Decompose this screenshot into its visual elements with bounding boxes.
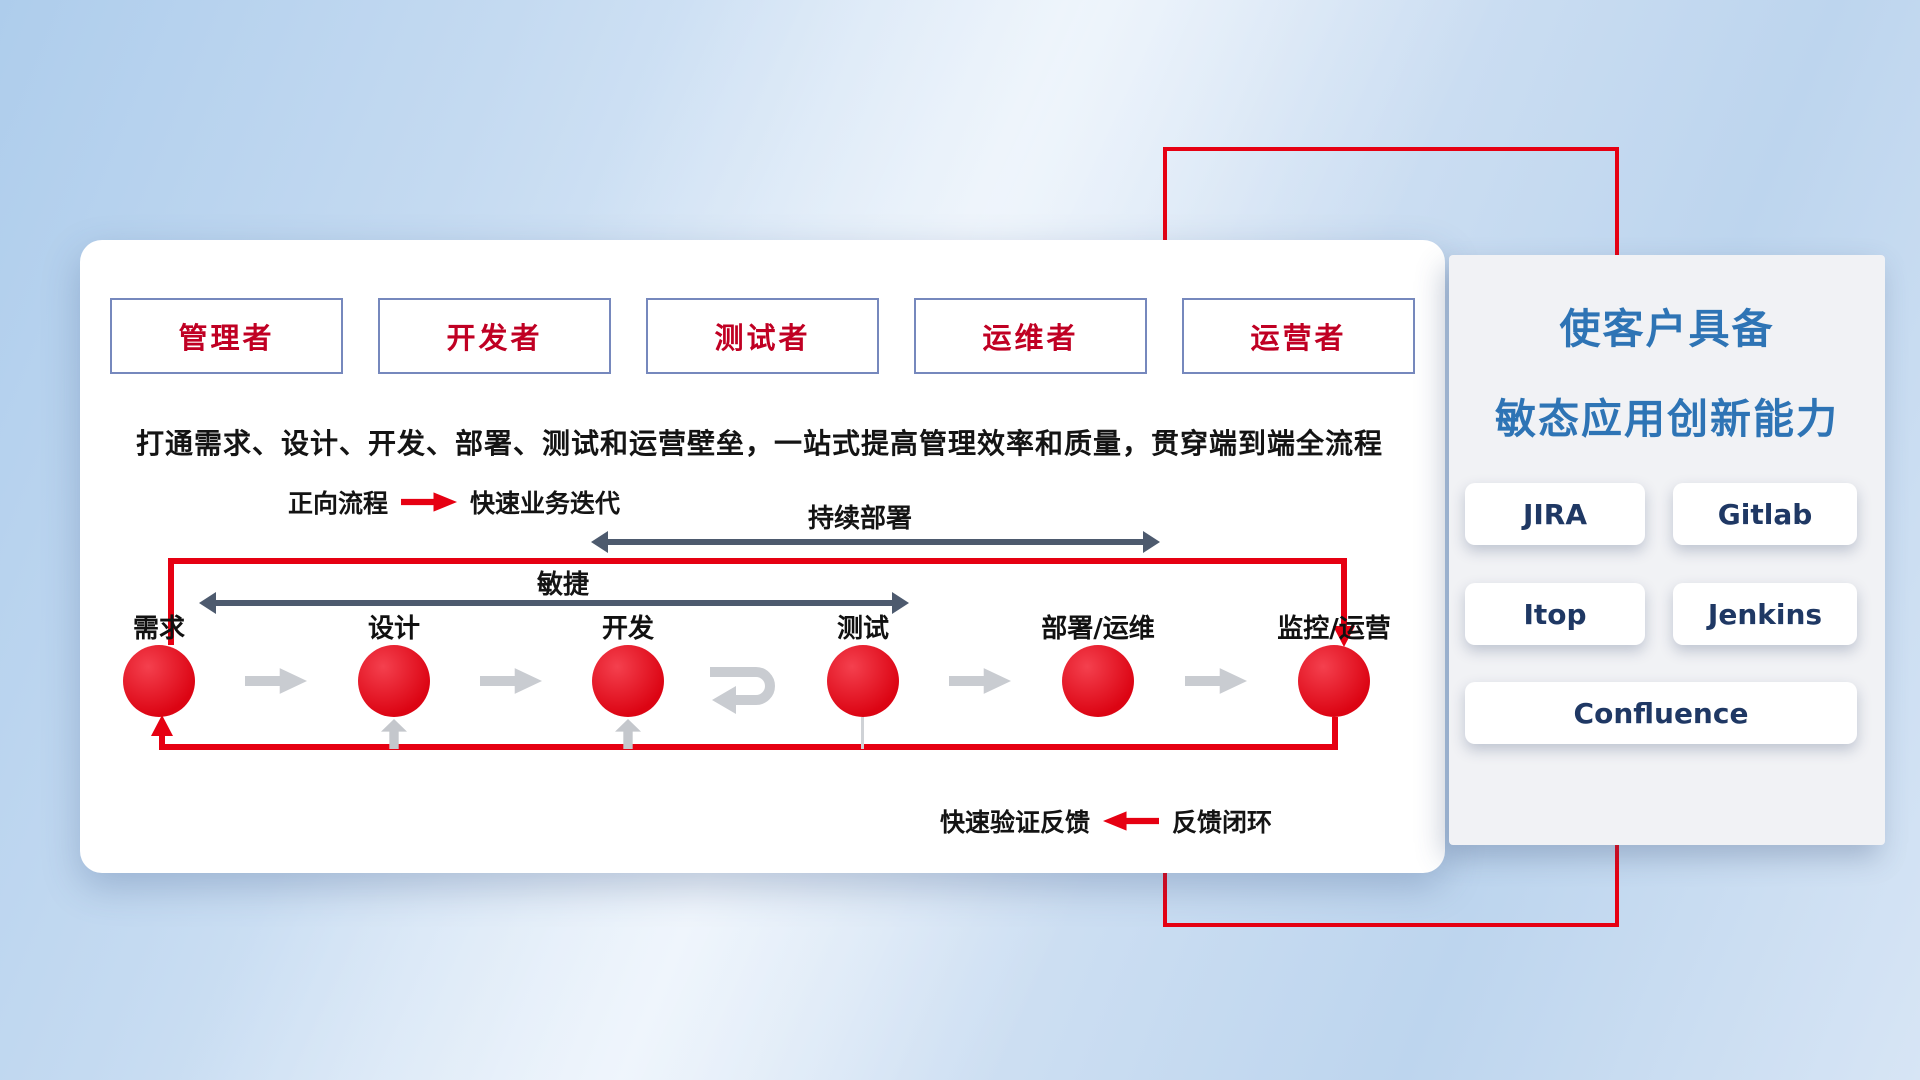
role-box-operator: 运维者 bbox=[914, 298, 1147, 374]
role-box-business-operator: 运营者 bbox=[1182, 298, 1415, 374]
feedback-legend: 快速验证反馈 反馈闭环 bbox=[940, 803, 1272, 839]
tool-chip-jira: JIRA bbox=[1465, 483, 1645, 545]
stage-label-monitor-ops: 监控/运营 bbox=[1277, 614, 1391, 644]
agile-span-arrow-icon bbox=[214, 600, 894, 606]
agile-label: 敏捷 bbox=[536, 570, 589, 600]
node-monitor-ops bbox=[1298, 645, 1370, 717]
tool-chip-confluence: Confluence bbox=[1465, 682, 1857, 744]
role-box-manager: 管理者 bbox=[110, 298, 343, 374]
devops-flow-card: 管理者 开发者 测试者 运维者 运营者 打通需求、设计、开发、部署、测试和运营壁… bbox=[80, 240, 1445, 873]
stage-label-requirement: 需求 bbox=[132, 614, 185, 644]
role-box-tester: 测试者 bbox=[646, 298, 879, 374]
stage-label-design: 设计 bbox=[367, 614, 420, 644]
step-arrow-icon bbox=[1185, 668, 1247, 694]
stage-label-test: 测试 bbox=[836, 614, 889, 644]
node-develop bbox=[592, 645, 664, 717]
node-deploy-ops bbox=[1062, 645, 1134, 717]
forward-legend-caption: 快速业务迭代 bbox=[470, 489, 621, 518]
feedback-arrow-icon bbox=[1103, 811, 1160, 831]
capability-panel: 使客户具备 敏态应用创新能力 JIRA Gitlab Itop Jenkins … bbox=[1449, 255, 1885, 845]
stage-label-develop: 开发 bbox=[601, 614, 654, 644]
step-arrow-icon bbox=[949, 668, 1011, 694]
continuous-deploy-span-arrow-icon bbox=[606, 539, 1145, 545]
role-row: 管理者 开发者 测试者 运维者 运营者 bbox=[110, 298, 1415, 374]
node-requirement bbox=[123, 645, 195, 717]
feedback-legend-label: 反馈闭环 bbox=[1172, 808, 1273, 837]
feedback-up-arrow-icon bbox=[381, 719, 407, 749]
role-box-developer: 开发者 bbox=[378, 298, 611, 374]
forward-arrow-icon bbox=[401, 492, 458, 512]
feedback-up-arrow-icon bbox=[615, 719, 641, 749]
forward-legend-label: 正向流程 bbox=[288, 489, 389, 518]
stage-label-deploy-ops: 部署/运维 bbox=[1041, 614, 1155, 644]
feedback-legend-caption: 快速验证反馈 bbox=[940, 808, 1091, 837]
forward-legend: 正向流程 快速业务迭代 bbox=[288, 484, 620, 520]
panel-title-line1: 使客户具备 bbox=[1559, 305, 1775, 353]
flow-description: 打通需求、设计、开发、部署、测试和运营壁垒，一站式提高管理效率和质量，贯穿端到端… bbox=[136, 427, 1384, 460]
tool-chip-jenkins: Jenkins bbox=[1673, 583, 1857, 645]
node-design bbox=[358, 645, 430, 717]
node-test bbox=[827, 645, 899, 717]
panel-title-line2: 敏态应用创新能力 bbox=[1495, 395, 1839, 443]
feedback-connector-line bbox=[861, 717, 864, 749]
iteration-loop-icon bbox=[710, 667, 775, 714]
continuous-deploy-label: 持续部署 bbox=[807, 504, 912, 534]
step-arrow-icon bbox=[480, 668, 542, 694]
step-arrow-icon bbox=[245, 668, 307, 694]
tool-chip-itop: Itop bbox=[1465, 583, 1645, 645]
tool-chip-gitlab: Gitlab bbox=[1673, 483, 1857, 545]
